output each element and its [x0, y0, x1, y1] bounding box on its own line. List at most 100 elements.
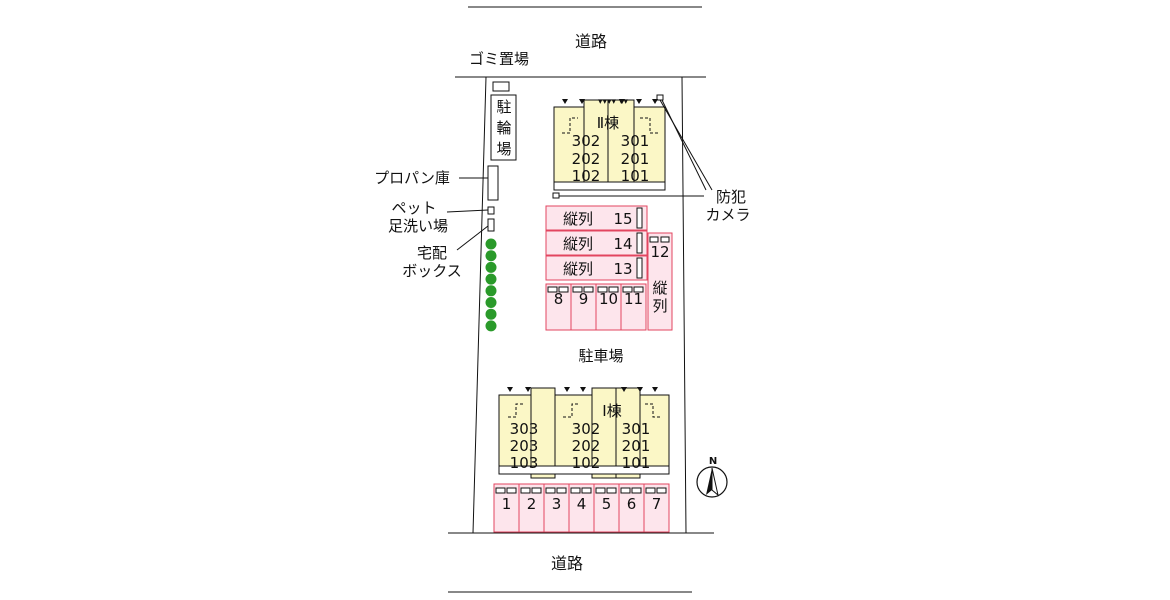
unit-203: 203 [510, 437, 539, 455]
parking-stop [645, 487, 656, 494]
pet-wash-label-2: 足洗い場 [388, 217, 448, 235]
parking-15-stop [636, 207, 643, 229]
bicycle-label-3: 場 [496, 140, 511, 158]
pet-wash-box [487, 206, 495, 215]
unit-103: 103 [510, 454, 539, 472]
parking-slot-num: 10 [599, 290, 618, 308]
building-1-dash-2 [563, 403, 580, 418]
unit-102: 102 [572, 167, 601, 185]
bicycle-label-2: 輪 [496, 119, 511, 137]
parking-13-num: 13 [613, 260, 632, 278]
parking-13-stop [636, 257, 643, 279]
road-top-label: 道路 [575, 32, 607, 51]
entrance-markers [507, 99, 658, 392]
building-2-stair-right [607, 99, 635, 191]
building-2-arrow-mark: ▾▾▾▾ ▾▾ [598, 97, 628, 107]
parking-12 [647, 232, 673, 331]
building-1-name: Ⅰ棟 [602, 402, 621, 420]
parking-stop [606, 487, 617, 494]
camera-1 [656, 94, 664, 101]
unit-b1-301: 301 [622, 420, 651, 438]
building-1-balcony [498, 465, 670, 475]
entrance-marker [507, 387, 513, 392]
unit-b1-102: 102 [572, 454, 601, 472]
parking-slot-num: 7 [652, 495, 662, 513]
compass-needle-dark [706, 468, 712, 495]
tree [485, 273, 497, 285]
camera-leader-2 [661, 99, 707, 191]
building-2-balcony [553, 181, 666, 191]
entrance-marker [580, 387, 586, 392]
parking-area-label: 駐車場 [578, 347, 623, 365]
parking-slot-num: 6 [627, 495, 637, 513]
parking-stop [608, 286, 619, 293]
pet-wash-label-1: ペット [391, 199, 436, 217]
tree [485, 261, 497, 273]
parking-13-label: 縦列 [563, 260, 593, 278]
parking-12-stop-1 [649, 236, 659, 243]
tree [485, 285, 497, 297]
entrance-marker [652, 99, 658, 104]
parking-stop [597, 286, 608, 293]
unit-302: 302 [572, 132, 601, 150]
entrance-marker [562, 99, 568, 104]
unit-201: 201 [621, 150, 650, 168]
unit-101: 101 [621, 167, 650, 185]
delivery-leader [456, 225, 489, 251]
building-2: ▾▾▾▾ ▾▾ Ⅱ棟 302 202 102 301 201 101 [553, 97, 666, 191]
parking-slot-num: 5 [602, 495, 612, 513]
entrance-marker [525, 387, 531, 392]
camera-2 [552, 192, 560, 199]
building-2-dash-1 [562, 117, 578, 134]
parking-stop [656, 487, 667, 494]
building-1-body [498, 394, 670, 471]
entrance-marker [621, 387, 627, 392]
tree [485, 238, 497, 250]
parking-stop [581, 487, 592, 494]
parking-stop [622, 286, 633, 293]
entrance-marker [652, 387, 658, 392]
entrance-marker [564, 387, 570, 392]
bicycle-parking-box [490, 94, 517, 161]
camera-label-2: カメラ [705, 206, 750, 224]
road-bottom-label: 道路 [551, 554, 583, 573]
delivery-label-2: ボックス [402, 262, 462, 280]
parking-stop [595, 487, 606, 494]
unit-b1-202: 202 [572, 437, 601, 455]
parking-12-label-2: 列 [652, 297, 667, 315]
compass-north-label: N [709, 456, 717, 467]
delivery-box [487, 218, 495, 232]
unit-303: 303 [510, 420, 539, 438]
garbage-label: ゴミ置場 [469, 50, 529, 68]
parking-15-label: 縦列 [563, 210, 593, 228]
building-1-stair-mid [591, 387, 617, 479]
parking-stop [495, 487, 506, 494]
parking-14-num: 14 [613, 235, 632, 253]
compass: N [696, 456, 728, 498]
compass-needle-light [711, 467, 719, 497]
entrance-marker [619, 99, 625, 104]
parking-stop [583, 286, 594, 293]
camera-label-1: 防犯 [716, 188, 746, 206]
parking-13 [545, 255, 648, 281]
unit-301: 301 [621, 132, 650, 150]
parking-14-stop [636, 232, 643, 254]
building-1-dash-1 [508, 403, 524, 418]
building-1-stair-right [615, 387, 641, 479]
propane-label: プロパン庫 [374, 169, 450, 187]
building-1-dash-3 [645, 403, 661, 418]
parking-14 [545, 230, 648, 256]
parking-slot-num: 11 [624, 290, 643, 308]
building-2-stair-left [583, 99, 609, 191]
unit-b1-101: 101 [622, 454, 651, 472]
bicycle-label-1: 駐 [496, 98, 511, 116]
parking-slot-num: 1 [502, 495, 512, 513]
tree [485, 297, 497, 308]
building-1: Ⅰ棟 303 203 103 302 202 102 301 201 101 [498, 387, 670, 479]
parking-15 [545, 205, 648, 231]
building-2-name: Ⅱ棟 [597, 114, 619, 132]
parking-slot-num: 8 [554, 290, 564, 308]
entrance-marker [579, 99, 585, 104]
